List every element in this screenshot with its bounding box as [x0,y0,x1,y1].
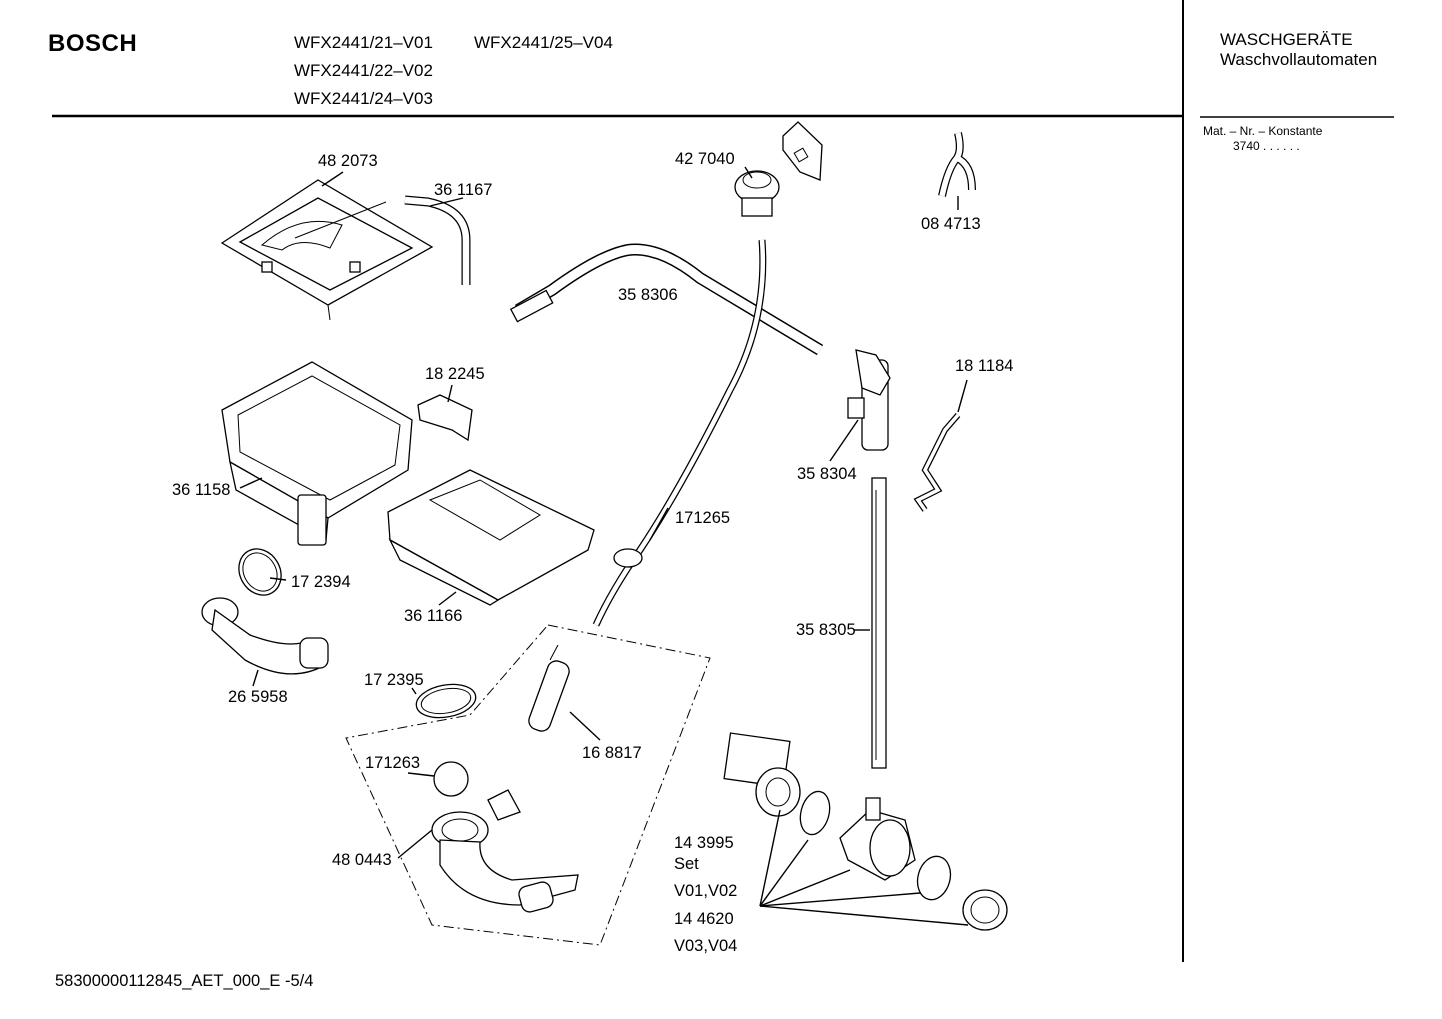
part-label: 18 2245 [425,365,485,383]
part-label: 08 4713 [921,215,981,233]
part-label: 36 1166 [404,607,463,625]
part-pump-housing [839,797,916,881]
part-bellows-hose [201,597,329,675]
part-ring-seal-1 [238,548,282,596]
part-label: 17 2395 [364,671,424,689]
part-label: Set [674,855,699,873]
mat-number-value: 3740 . . . . . . [1233,139,1300,153]
part-label: 36 1167 [434,181,493,199]
part-label: 26 5958 [228,688,288,706]
part-label: 35 8304 [797,465,857,483]
part-drain-pump [723,732,801,817]
part-dispenser-frame [220,179,434,321]
part-label: 42 7040 [675,150,735,168]
part-label: 35 8305 [796,621,856,639]
part-label: 35 8306 [618,286,678,304]
part-clip [417,394,473,442]
model-code-1: WFX2441/21–V01 [294,33,433,52]
part-ball [433,761,469,797]
document-id: 58300000112845_AET_000_E -5/4 [55,972,314,990]
category-subtitle: Waschvollautomaten [1220,50,1378,69]
part-label: V03,V04 [674,937,738,955]
part-label: 36 1158 [172,481,231,499]
model-code-4: WFX2441/25–V04 [474,33,613,52]
part-label: 18 1184 [955,357,1014,375]
model-code-3: WFX2441/24–V03 [294,89,433,108]
part-label: 16 8817 [582,744,642,762]
part-label: 17 2394 [291,573,351,591]
category-title: WASCHGERÄTE [1220,30,1353,49]
part-label: 48 0443 [332,851,392,869]
part-pump-ring-2 [916,855,952,901]
part-heater-rod [528,644,570,732]
part-pressure-switch [734,121,823,217]
part-sump-hose [431,789,579,913]
part-label: V01,V02 [674,882,738,900]
part-label: 171265 [675,509,731,527]
leader-lines [239,166,969,926]
mat-number-label: Mat. – Nr. – Konstante [1203,124,1323,138]
part-filter [962,889,1008,931]
part-detergent-drawer [387,469,595,606]
part-label: 14 4620 [674,910,734,928]
brand-logo: BOSCH [48,30,138,57]
part-label: 48 2073 [318,152,378,170]
assembly-boundary [345,624,711,946]
part-pump-ring-1 [799,790,831,836]
part-air-trap [847,349,891,451]
part-tube-grommet [613,548,643,568]
part-hose-vertical [871,477,887,769]
part-drawer-housing [221,361,413,546]
part-label: 171263 [365,754,421,772]
part-label: 14 3995 [674,834,734,852]
model-code-2: WFX2441/22–V02 [294,61,433,80]
